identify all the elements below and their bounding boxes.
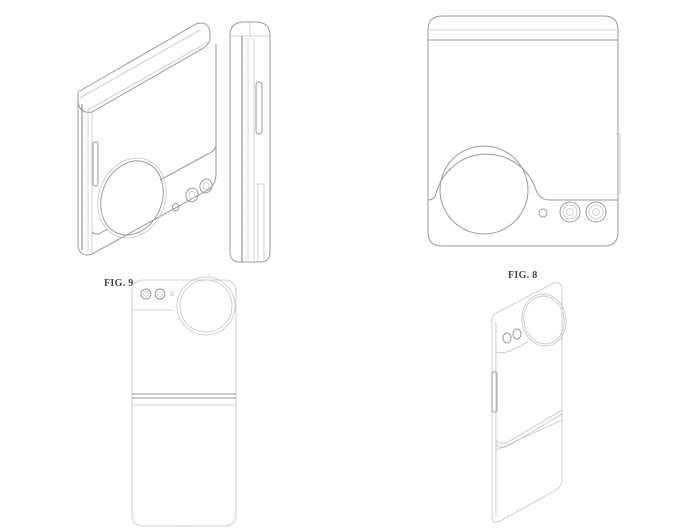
figure-9-unfolded-rear bbox=[130, 276, 238, 530]
figure-folded-rear bbox=[426, 14, 622, 250]
figure-label-fig8: FIG. 8 bbox=[508, 270, 538, 281]
figure-folded-perspective bbox=[68, 14, 228, 264]
figure-8-unfolded-perspective bbox=[484, 280, 567, 528]
unfolded-phone-perspective-drawing bbox=[491, 282, 567, 523]
folded-phone-perspective-drawing bbox=[77, 22, 217, 256]
figure-folded-side bbox=[226, 16, 274, 266]
unfolded-phone-rear-drawing bbox=[131, 276, 237, 527]
figure-label-fig9: FIG. 9 bbox=[104, 278, 134, 289]
folded-phone-side-drawing bbox=[229, 21, 271, 263]
folded-phone-rear-drawing bbox=[427, 15, 621, 247]
